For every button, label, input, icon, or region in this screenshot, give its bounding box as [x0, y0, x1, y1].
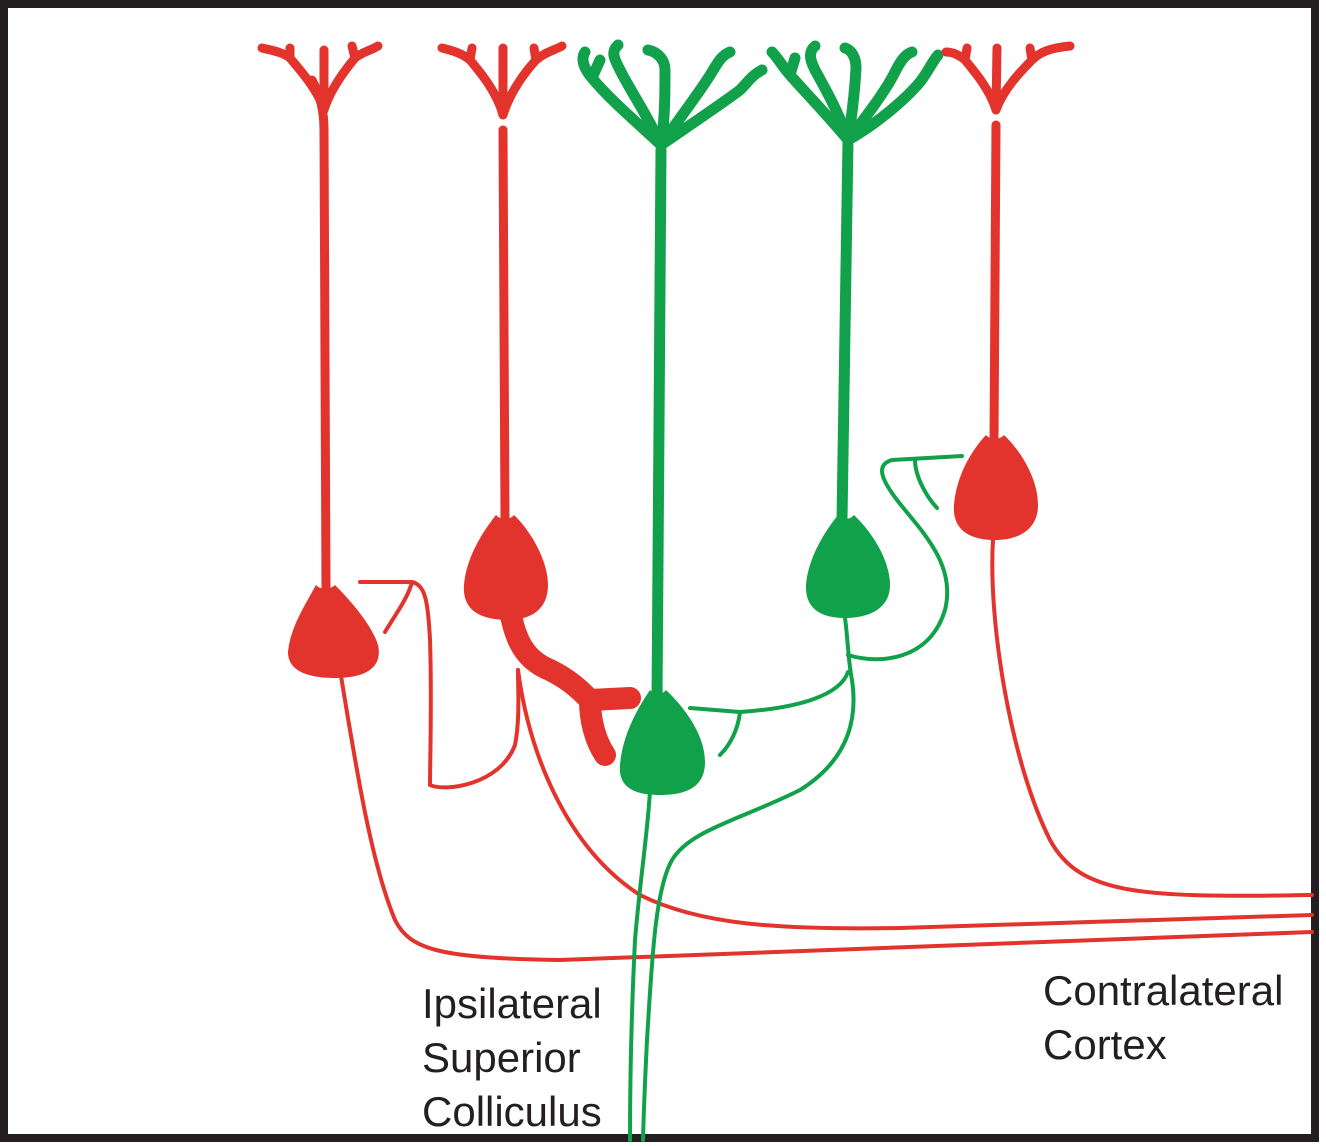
neuron-3-apical-dendrite	[657, 150, 661, 700]
label-ipsilateral-line-3: Colliculus	[422, 1088, 602, 1135]
neuron-5-apical-dendrite	[994, 125, 996, 440]
label-contralateral-line-1: Contralateral	[1043, 967, 1283, 1014]
label-ipsilateral-line-1: Ipsilateral	[422, 980, 602, 1027]
label-contralateral-line-2: Cortex	[1043, 1021, 1167, 1068]
neuron-4-apical-dendrite	[842, 140, 848, 520]
neuron-2-apical-dendrite	[503, 130, 505, 520]
label-ipsilateral-line-2: Superior	[422, 1034, 581, 1081]
